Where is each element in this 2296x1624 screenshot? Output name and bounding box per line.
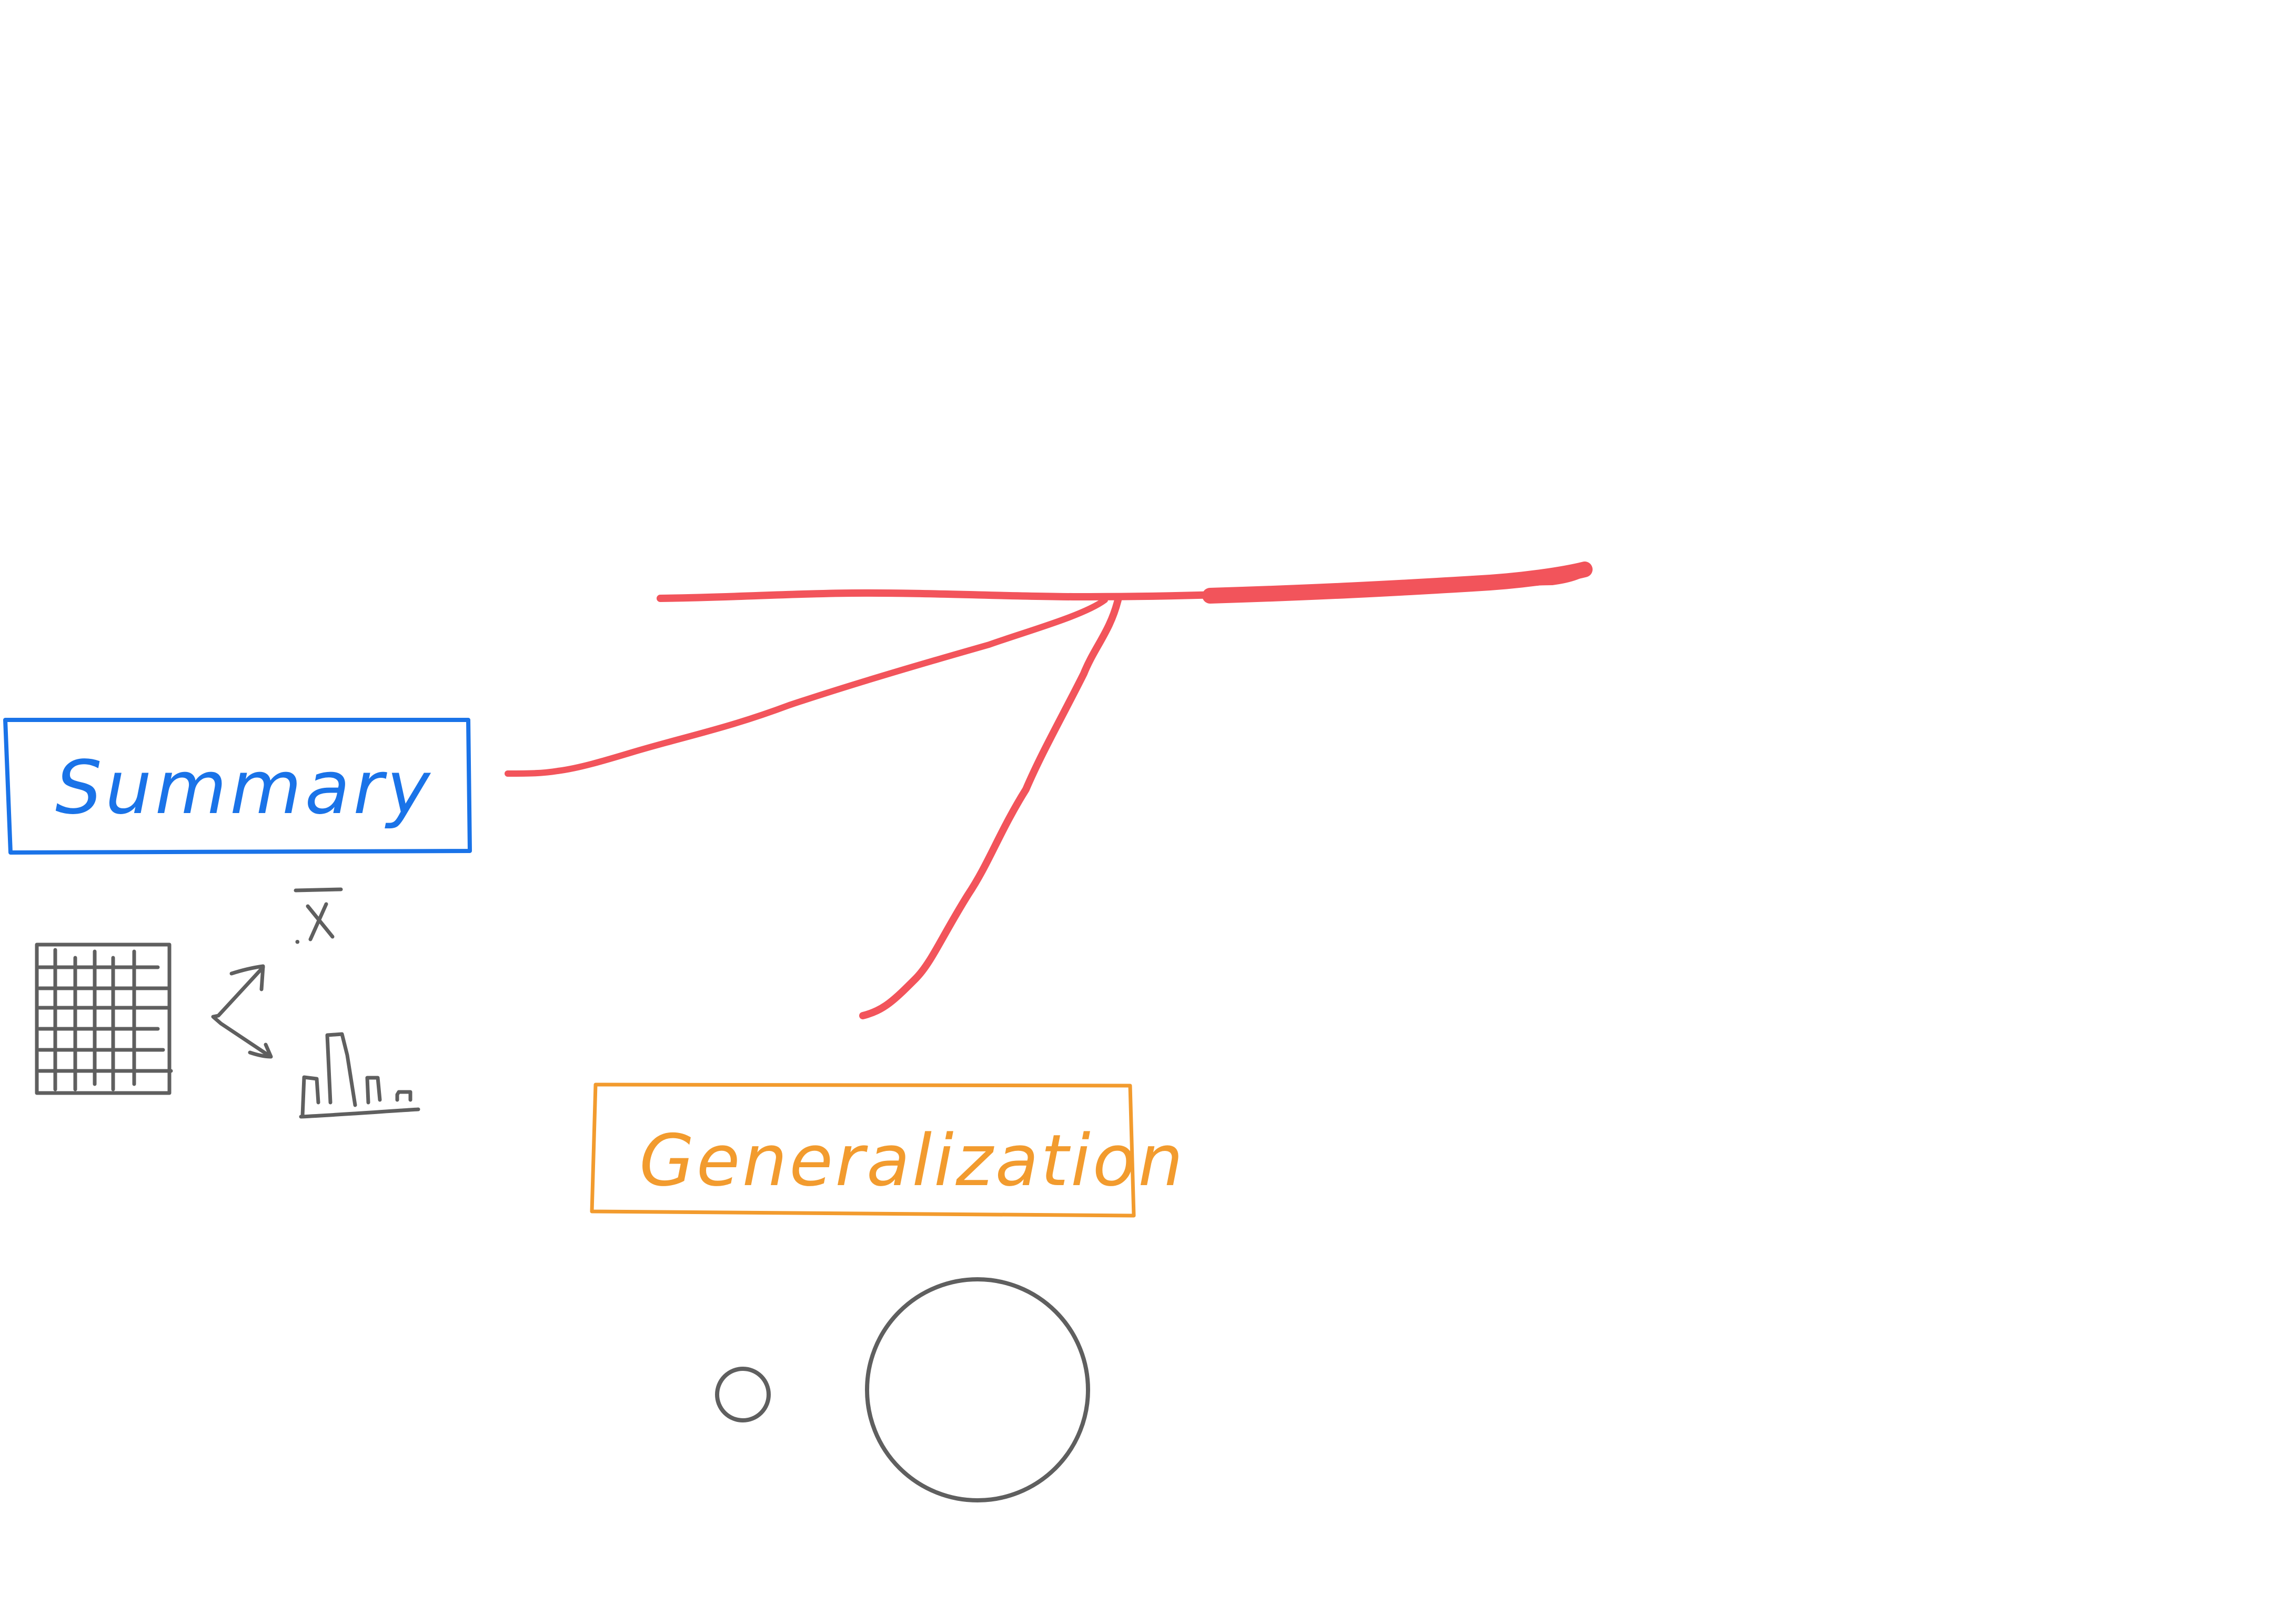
summary-branch-line <box>505 597 1108 777</box>
generalization-label: Generalization <box>639 1119 1185 1202</box>
x-bar-symbol: x <box>294 887 343 945</box>
main-branch-line-tip <box>1202 562 1593 604</box>
small-circle <box>715 1367 771 1422</box>
branch-strokes <box>505 562 1593 1019</box>
summary-label: Summary <box>55 745 434 831</box>
branch-arrows-icon <box>211 964 273 1059</box>
generalization-branch-line <box>859 596 1122 1019</box>
generalization-node[interactable]: Generalization <box>590 1082 1185 1218</box>
summary-node[interactable]: Summary <box>3 718 472 855</box>
x-bar-label: x <box>297 941 298 943</box>
summary-box <box>3 718 472 855</box>
generalization-box <box>590 1082 1136 1218</box>
large-circle <box>865 1277 1090 1502</box>
histogram-icon <box>299 1032 420 1119</box>
table-grid-icon <box>35 943 173 1095</box>
